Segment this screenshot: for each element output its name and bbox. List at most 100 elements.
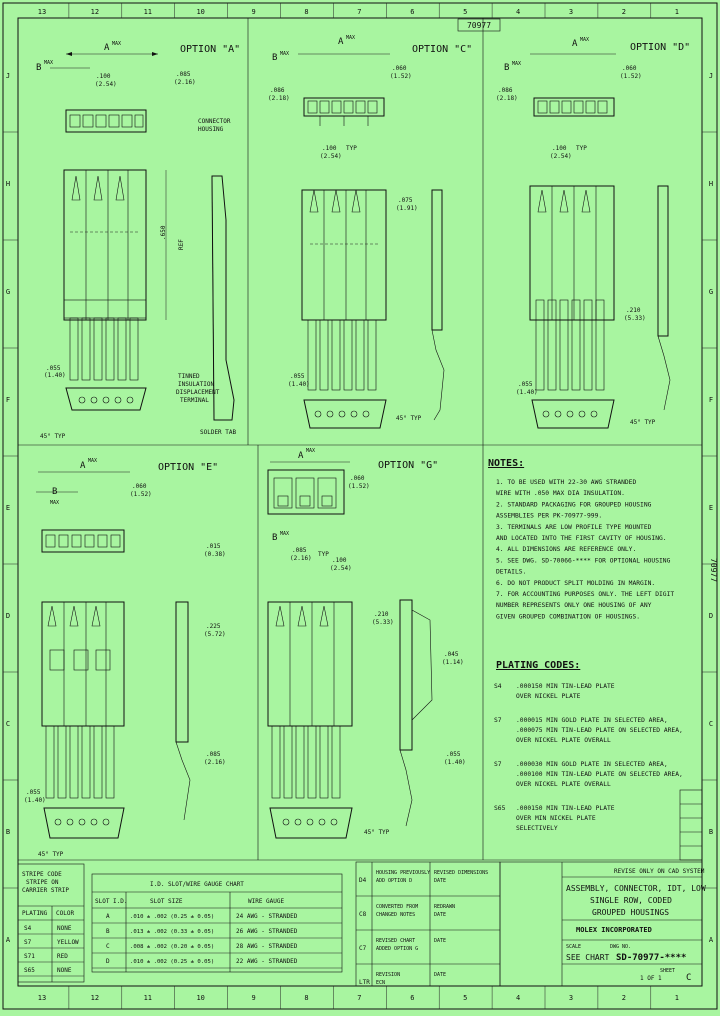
column-label: 5 — [463, 994, 467, 1002]
dim-085-mm: (2.16) — [290, 555, 312, 562]
dim-055: .055 — [46, 365, 61, 372]
revision-text: HOUSING PREVIOUSLY — [376, 870, 430, 876]
plating-lines: S4 .000150 MIN TIN-LEAD PLATE OVER NICKEL … — [494, 683, 683, 832]
dim-b-sup: MAX — [280, 531, 289, 537]
column-label: 12 — [91, 994, 99, 1002]
plating-line: .000075 MIN TIN-LEAD PLATE ON SELECTED A… — [516, 727, 683, 734]
column-label: 6 — [410, 994, 414, 1002]
plating-code: S4 — [494, 683, 502, 690]
dim-b-sup: MAX — [512, 61, 521, 67]
dim-100-mm: (2.54) — [550, 153, 572, 160]
dim-055: .055 — [26, 789, 41, 796]
dim-060-mm: (1.52) — [620, 73, 642, 80]
plating-code: S7 — [494, 717, 502, 724]
column-label: 9 — [251, 8, 255, 16]
gauge-title: I.D. SLOT/WIRE GAUGE CHART — [150, 881, 244, 888]
column-label: 1 — [675, 994, 679, 1002]
sheet-label: SHEET — [660, 968, 675, 974]
column-label: 2 — [622, 994, 626, 1002]
plating-line: .000030 MIN GOLD PLATE IN SELECTED AREA, — [516, 761, 668, 768]
stripe-title-1: STRIPE CODE — [22, 871, 62, 878]
gauge-chart-table: I.D. SLOT/WIRE GAUGE CHART SLOT I.D. SLO… — [91, 873, 343, 973]
revision-text: REVISED DIMENSIONS — [434, 870, 488, 876]
dim-100-mm: (2.54) — [330, 565, 352, 572]
column-label: 10 — [196, 8, 204, 16]
row-label: F — [6, 396, 10, 404]
revision-letter: C7 — [359, 945, 367, 952]
scale-label: SCALE — [566, 944, 581, 950]
sheet-number: 1 OF 1 — [640, 975, 662, 982]
dim-015: .015 — [206, 543, 221, 550]
dim-060-mm: (1.52) — [348, 483, 370, 490]
see-chart: SEE CHART — [566, 953, 610, 962]
revision-text: DATE — [434, 972, 446, 978]
plating-heading: PLATING CODES: — [496, 660, 580, 671]
note-line: ASSEMBLIES PER PK-70977-999. — [496, 513, 602, 520]
row-label: D — [6, 612, 10, 620]
stripe-plating: S65 — [24, 967, 35, 974]
row-label: G — [6, 288, 10, 296]
column-label: 13 — [38, 8, 46, 16]
dim-225: .225 — [206, 623, 221, 630]
note-45-typ: 45° TYP — [40, 433, 66, 440]
dim-060: .060 — [392, 65, 407, 72]
gauge-header-slot: SLOT I.D. — [95, 898, 128, 905]
note-terminal: TERMINAL — [180, 397, 209, 404]
dim-055-mm: (1.40) — [44, 372, 66, 379]
note-line: AND LOCATED INTO THE FIRST CAVITY OF HOU… — [496, 535, 667, 542]
dim-085-mm: (2.16) — [204, 759, 226, 766]
dim-b: B — [272, 533, 277, 543]
dim-225-mm: (5.72) — [204, 631, 226, 638]
note-line: 5. SEE DWG. SD-70066-**** FOR OPTIONAL H… — [496, 557, 671, 564]
note-line: DETAILS. — [496, 569, 526, 576]
number-tag: 70977 — [467, 21, 491, 30]
dim-085: .085 — [292, 547, 307, 554]
dim-060: .060 — [622, 65, 637, 72]
gauge-size: .010 ± .002 (0.25 ± 0.05) — [130, 914, 214, 920]
row-label: D — [709, 612, 713, 620]
row-label: A — [6, 936, 11, 944]
column-label: 13 — [38, 994, 46, 1002]
plating-line: .000150 MIN TIN-LEAD PLATE — [516, 683, 615, 690]
dim-210: .210 — [626, 307, 641, 314]
plating-line: OVER NICKEL PLATE — [516, 693, 581, 700]
gauge-slot: D — [106, 958, 110, 965]
row-label: B — [709, 828, 713, 836]
stripe-color: RED — [57, 953, 68, 960]
notes-lines: 1. TO BE USED WITH 22-30 AWG STRANDED WI… — [496, 479, 674, 620]
stripe-plating: S71 — [24, 953, 35, 960]
dim-086-mm: (2.18) — [268, 95, 290, 102]
stripe-title-2: STRIPE ON — [26, 879, 59, 886]
dim-b: B — [272, 53, 277, 63]
note-line: 6. DO NOT PRODUCT SPLIT MOLDING IN MARGI… — [496, 580, 655, 587]
gauge-slot: B — [106, 928, 110, 935]
column-label: 7 — [357, 994, 361, 1002]
revision-text: ADDED OPTION G — [376, 946, 418, 952]
gauge-size: .013 ± .002 (0.33 ± 0.05) — [130, 929, 214, 935]
note-45-typ: 45° TYP — [364, 829, 390, 836]
option-g-view: OPTION "G" A MAX .060 (1.52) B MAX .085 … — [267, 448, 466, 839]
dim-a: A — [80, 461, 86, 471]
dim-060-mm: (1.52) — [130, 491, 152, 498]
dim-a-sup: MAX — [580, 37, 589, 43]
revision-text: ECN — [376, 980, 385, 986]
title-line-1: ASSEMBLY, CONNECTOR, IDT, LOW — [566, 884, 706, 893]
stripe-header-plating: PLATING — [22, 910, 48, 917]
dim-a-sup: MAX — [346, 35, 355, 41]
row-label: C — [6, 720, 10, 728]
revision-text: CONVERTED FROM — [376, 904, 418, 910]
gauge-rows: A.010 ± .002 (0.25 ± 0.05)24 AWG - STRAN… — [92, 913, 342, 969]
dim-060: .060 — [350, 475, 365, 482]
option-d-title: OPTION "D" — [630, 42, 690, 53]
note-line: GIVEN GROUPED COMBINATION OF HOUSINGS. — [496, 613, 640, 620]
drawing-size: C — [686, 973, 691, 983]
dim-055-mm: (1.40) — [288, 381, 310, 388]
note-45-typ: 45° TYP — [38, 851, 64, 858]
revision-text: DATE — [434, 938, 446, 944]
dwg-no-label: DWG NO. — [610, 944, 631, 950]
gauge-size: .010 ± .002 (0.25 ± 0.05) — [130, 959, 214, 965]
dim-a: A — [104, 43, 110, 53]
plating-line: SELECTIVELY — [516, 825, 558, 832]
